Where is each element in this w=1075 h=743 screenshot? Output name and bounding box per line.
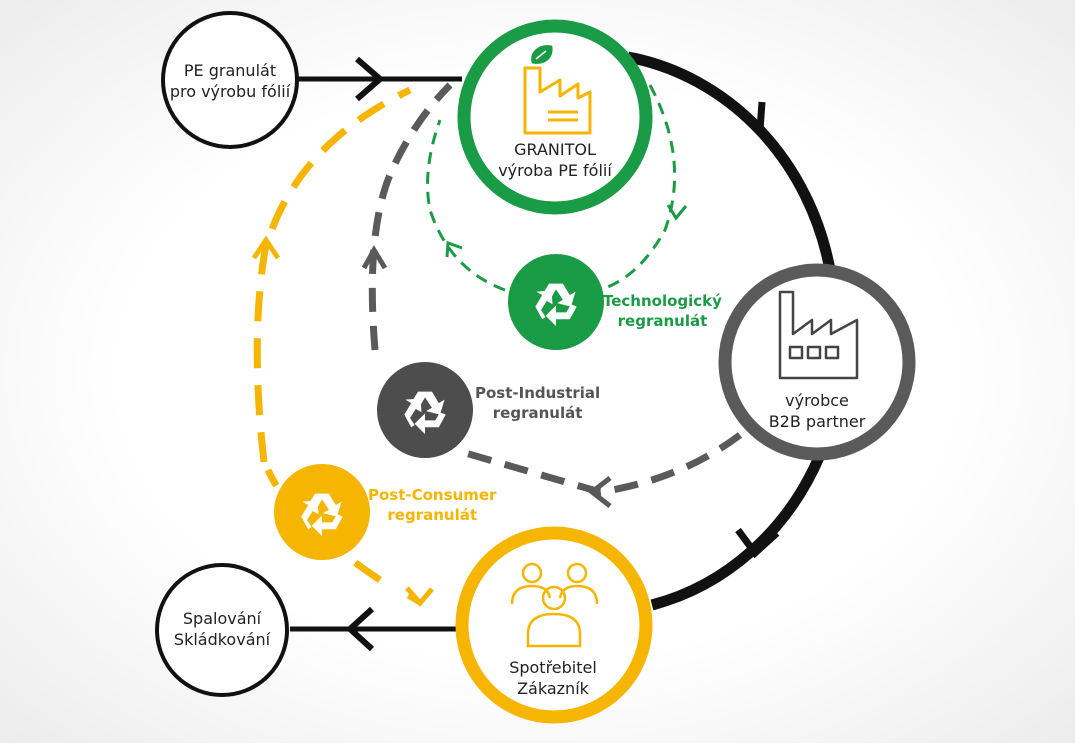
post-consumer-label-line1: Post-Consumer xyxy=(368,486,497,504)
disposal-node xyxy=(155,563,289,697)
pe-granulate-label: PE granulát pro výrobu fólií xyxy=(155,60,305,102)
arrowhead-source xyxy=(355,56,385,102)
b2b-partner-node xyxy=(718,263,916,461)
b2b-label-line1: výrobce xyxy=(785,391,849,410)
pe-granulate-node xyxy=(161,11,299,149)
post-industrial-path-lower xyxy=(454,432,743,496)
pe-granulate-label-line1: PE granulát xyxy=(183,61,277,80)
consumer-label: Spotřebitel Zákazník xyxy=(478,657,628,699)
technological-path-right xyxy=(604,84,677,290)
people-icon xyxy=(510,562,599,648)
post-industrial-label: Post-Industrial regranulát xyxy=(475,383,600,423)
granitol-label-line2: výroba PE fólií xyxy=(498,161,612,180)
factory-leaf-icon xyxy=(523,45,592,135)
technological-arrowhead-down xyxy=(666,204,688,221)
post-consumer-loop xyxy=(251,86,434,607)
post-consumer-path-upper xyxy=(253,86,412,463)
post-industrial-path-upper xyxy=(368,82,453,351)
post-industrial-arrowhead-left xyxy=(587,476,612,508)
post-consumer-path-lower xyxy=(264,468,382,583)
technological-arrowhead-left xyxy=(445,240,463,258)
disposal-label-line2: Skládkování xyxy=(173,630,271,649)
main-cycle xyxy=(290,51,836,652)
post-industrial-label-line2: regranulát xyxy=(492,404,583,422)
granitol-node xyxy=(457,19,653,215)
post-industrial-label-line1: Post-Industrial xyxy=(475,384,601,402)
disposal-label-line1: Spalování xyxy=(182,609,262,628)
recycle-icon xyxy=(377,362,473,458)
recycle-icon xyxy=(274,464,370,560)
post-industrial-loop xyxy=(361,82,743,508)
arrowhead-disposal xyxy=(345,606,375,652)
granitol-label-line1: GRANITOL xyxy=(514,140,596,159)
post-consumer-label-line2: regranulát xyxy=(387,506,478,524)
flow-b2b-to-consumer xyxy=(650,452,826,611)
b2b-label-line2: B2B partner xyxy=(768,412,866,431)
flow-granitol-to-b2b xyxy=(626,51,836,272)
b2b-label: výrobce B2B partner xyxy=(742,390,892,432)
arrowhead-b2b-consumer xyxy=(735,527,780,559)
post-consumer-arrow-stem xyxy=(406,593,422,606)
post-industrial-arrowhead-up xyxy=(361,245,388,270)
technological-loop xyxy=(426,84,688,292)
consumer-label-line2: Zákazník xyxy=(517,679,589,698)
consumer-node xyxy=(455,526,653,724)
pe-granulate-label-line2: pro výrobu fólií xyxy=(169,82,291,101)
arrowhead-granitol-b2b xyxy=(735,101,766,138)
granitol-label: GRANITOL výroba PE fólií xyxy=(480,139,630,181)
recycle-icon xyxy=(508,254,604,350)
technological-label-line2: regranulát xyxy=(617,312,708,330)
technological-label-line1: Technologický xyxy=(603,292,722,310)
technological-label: Technologický regranulát xyxy=(603,291,722,331)
factory-icon xyxy=(778,290,859,380)
post-consumer-label: Post-Consumer regranulát xyxy=(368,485,496,525)
post-consumer-arrowhead-up xyxy=(251,235,281,260)
disposal-label: Spalování Skládkování xyxy=(147,608,297,650)
consumer-label-line1: Spotřebitel xyxy=(509,658,597,677)
